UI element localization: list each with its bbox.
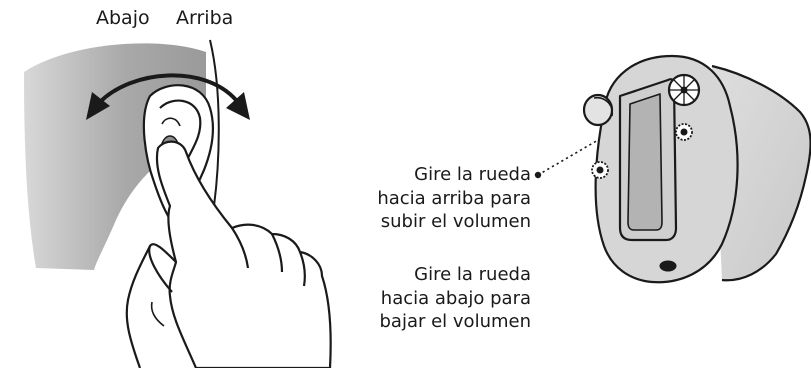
curved-double-arrow-icon xyxy=(86,73,250,120)
instruction-line: Gire la rueda xyxy=(414,164,531,185)
down-label: Abajo xyxy=(96,7,150,29)
instruction-line: bajar el volumen xyxy=(379,311,532,332)
microphone-port-icon xyxy=(591,161,609,179)
volume-up-instruction: Gire la rueda hacia arriba para subir el… xyxy=(350,163,531,234)
dot-icon xyxy=(534,171,542,179)
microphone-port-icon xyxy=(675,123,693,141)
up-label: Arriba xyxy=(176,7,234,29)
wheel-icon xyxy=(667,73,701,107)
instruction-line: hacia abajo para xyxy=(380,287,531,309)
instruction-line: hacia arriba para xyxy=(377,187,531,209)
volume-down-instruction: Gire la rueda hacia abajo para bajar el … xyxy=(350,263,532,334)
instruction-line: subir el volumen xyxy=(380,211,531,232)
instruction-line: Gire la rueda xyxy=(414,264,531,285)
hearing-aid-device xyxy=(582,54,811,284)
hand-icon xyxy=(125,140,332,368)
